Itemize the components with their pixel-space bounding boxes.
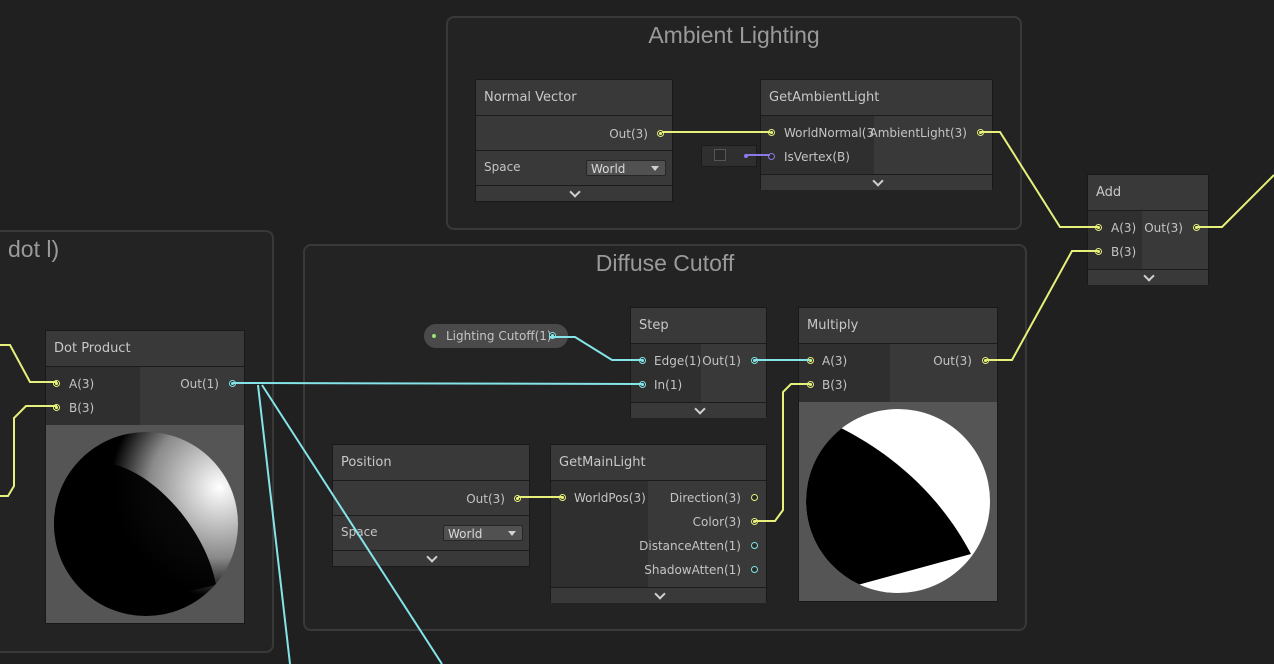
port-in-label: WorldPos(3) <box>574 491 646 505</box>
port-out-dot[interactable] <box>751 357 758 364</box>
port-out-label: Color(3) <box>692 515 741 529</box>
port-in-dot[interactable] <box>1095 224 1102 231</box>
node-dot-product[interactable]: Dot Product A(3) B(3) Out(1) <box>45 330 245 624</box>
port-out-label: ShadowAtten(1) <box>644 563 741 577</box>
port-out-dot[interactable] <box>657 130 664 137</box>
port-out-dot[interactable] <box>229 380 236 387</box>
port-out-dot[interactable] <box>1193 224 1200 231</box>
port-in-label: WorldNormal(3) <box>784 126 879 140</box>
expand-toggle[interactable] <box>333 550 529 566</box>
space-value: World <box>448 527 483 541</box>
port-out-dot[interactable] <box>514 495 521 502</box>
port-in-dot[interactable] <box>53 404 60 411</box>
port-in-dot[interactable] <box>768 153 775 160</box>
chevron-down-icon <box>653 588 666 600</box>
node-title: GetAmbientLight <box>761 80 992 116</box>
port-in-label: A(3) <box>69 377 95 391</box>
port-in-label: A(3) <box>822 354 848 368</box>
port-out-dot[interactable] <box>977 129 984 136</box>
node-step[interactable]: Step Edge(1) In(1) Out(1) <box>630 307 767 418</box>
port-in-dot[interactable] <box>807 357 814 364</box>
port-out-label: DistanceAtten(1) <box>639 539 741 553</box>
port-out-label: AmbientLight(3) <box>869 126 968 140</box>
port-out-label: Out(1) <box>702 354 741 368</box>
expand-toggle[interactable] <box>476 185 672 201</box>
isvertex-inline-field[interactable] <box>701 145 757 167</box>
expand-toggle[interactable] <box>631 402 766 418</box>
property-label: Lighting Cutoff(1) <box>446 329 552 343</box>
node-title: Position <box>333 445 529 481</box>
checkbox-icon[interactable] <box>714 149 726 161</box>
port-out-label: Out(3) <box>609 127 648 141</box>
node-normal-vector[interactable]: Normal Vector Out(3) Space World <box>475 79 673 202</box>
port-in-dot[interactable] <box>559 494 566 501</box>
node-multiply[interactable]: Multiply A(3) B(3) Out(3) <box>798 307 998 602</box>
node-add[interactable]: Add A(3) B(3) Out(3) <box>1087 174 1209 285</box>
port-in-label: B(3) <box>69 401 95 415</box>
port-in-label: B(3) <box>822 378 848 392</box>
port-dot-icon <box>744 154 748 158</box>
port-out-dot[interactable] <box>751 566 758 573</box>
node-title: GetMainLight <box>551 445 766 481</box>
port-out-dot[interactable] <box>549 332 556 339</box>
port-out-label: Out(3) <box>466 492 505 506</box>
port-in-label: Edge(1) <box>654 354 702 368</box>
node-title: Add <box>1088 175 1208 211</box>
port-out-label: Direction(3) <box>669 491 741 505</box>
property-lighting-cutoff[interactable]: Lighting Cutoff(1) <box>424 324 568 348</box>
port-in-dot[interactable] <box>1095 248 1102 255</box>
node-get-ambient-light[interactable]: GetAmbientLight WorldNormal(3) IsVertex(… <box>760 79 993 190</box>
port-in-label: IsVertex(B) <box>784 150 850 164</box>
port-out-dot[interactable] <box>751 518 758 525</box>
node-preview <box>799 402 997 601</box>
port-in-label: B(3) <box>1111 245 1137 259</box>
port-in-dot[interactable] <box>807 381 814 388</box>
port-out-dot[interactable] <box>751 494 758 501</box>
property-dot-icon <box>432 334 436 338</box>
sphere-preview <box>806 409 990 593</box>
port-in-dot[interactable] <box>768 129 775 136</box>
node-get-main-light[interactable]: GetMainLight WorldPos(3) Direction(3) Co… <box>550 444 767 603</box>
port-in-dot[interactable] <box>53 380 60 387</box>
chevron-down-icon <box>426 551 438 563</box>
port-in-label: A(3) <box>1111 221 1137 235</box>
chevron-down-icon <box>693 403 706 415</box>
space-value: World <box>591 162 626 176</box>
expand-toggle[interactable] <box>761 174 992 190</box>
port-out-label: Out(3) <box>933 354 972 368</box>
group-title: dot l) <box>8 236 60 262</box>
node-title: Multiply <box>799 308 997 344</box>
chevron-down-icon <box>871 175 884 187</box>
space-label: Space <box>341 525 378 539</box>
node-position[interactable]: Position Out(3) Space World <box>332 444 530 567</box>
port-out-label: Out(3) <box>1144 221 1183 235</box>
group-title: Ambient Lighting <box>648 22 820 48</box>
port-out-dot[interactable] <box>751 542 758 549</box>
port-in-dot[interactable] <box>639 357 646 364</box>
port-out-dot[interactable] <box>982 357 989 364</box>
space-dropdown[interactable]: World <box>443 525 523 541</box>
node-title: Normal Vector <box>476 80 672 116</box>
chevron-down-icon <box>651 166 659 171</box>
group-title: Diffuse Cutoff <box>595 250 735 276</box>
port-in-label: In(1) <box>654 378 683 392</box>
node-title: Step <box>631 308 766 344</box>
space-dropdown[interactable]: World <box>586 160 666 176</box>
expand-toggle[interactable] <box>1088 269 1208 285</box>
sphere-preview <box>54 432 238 616</box>
space-label: Space <box>484 160 521 174</box>
port-out-label: Out(1) <box>180 377 219 391</box>
node-preview <box>46 425 244 623</box>
chevron-down-icon <box>508 531 516 536</box>
expand-toggle[interactable] <box>551 587 766 603</box>
chevron-down-icon <box>569 186 581 198</box>
chevron-down-icon <box>1143 270 1155 282</box>
port-in-dot[interactable] <box>639 381 646 388</box>
node-title: Dot Product <box>46 331 244 367</box>
